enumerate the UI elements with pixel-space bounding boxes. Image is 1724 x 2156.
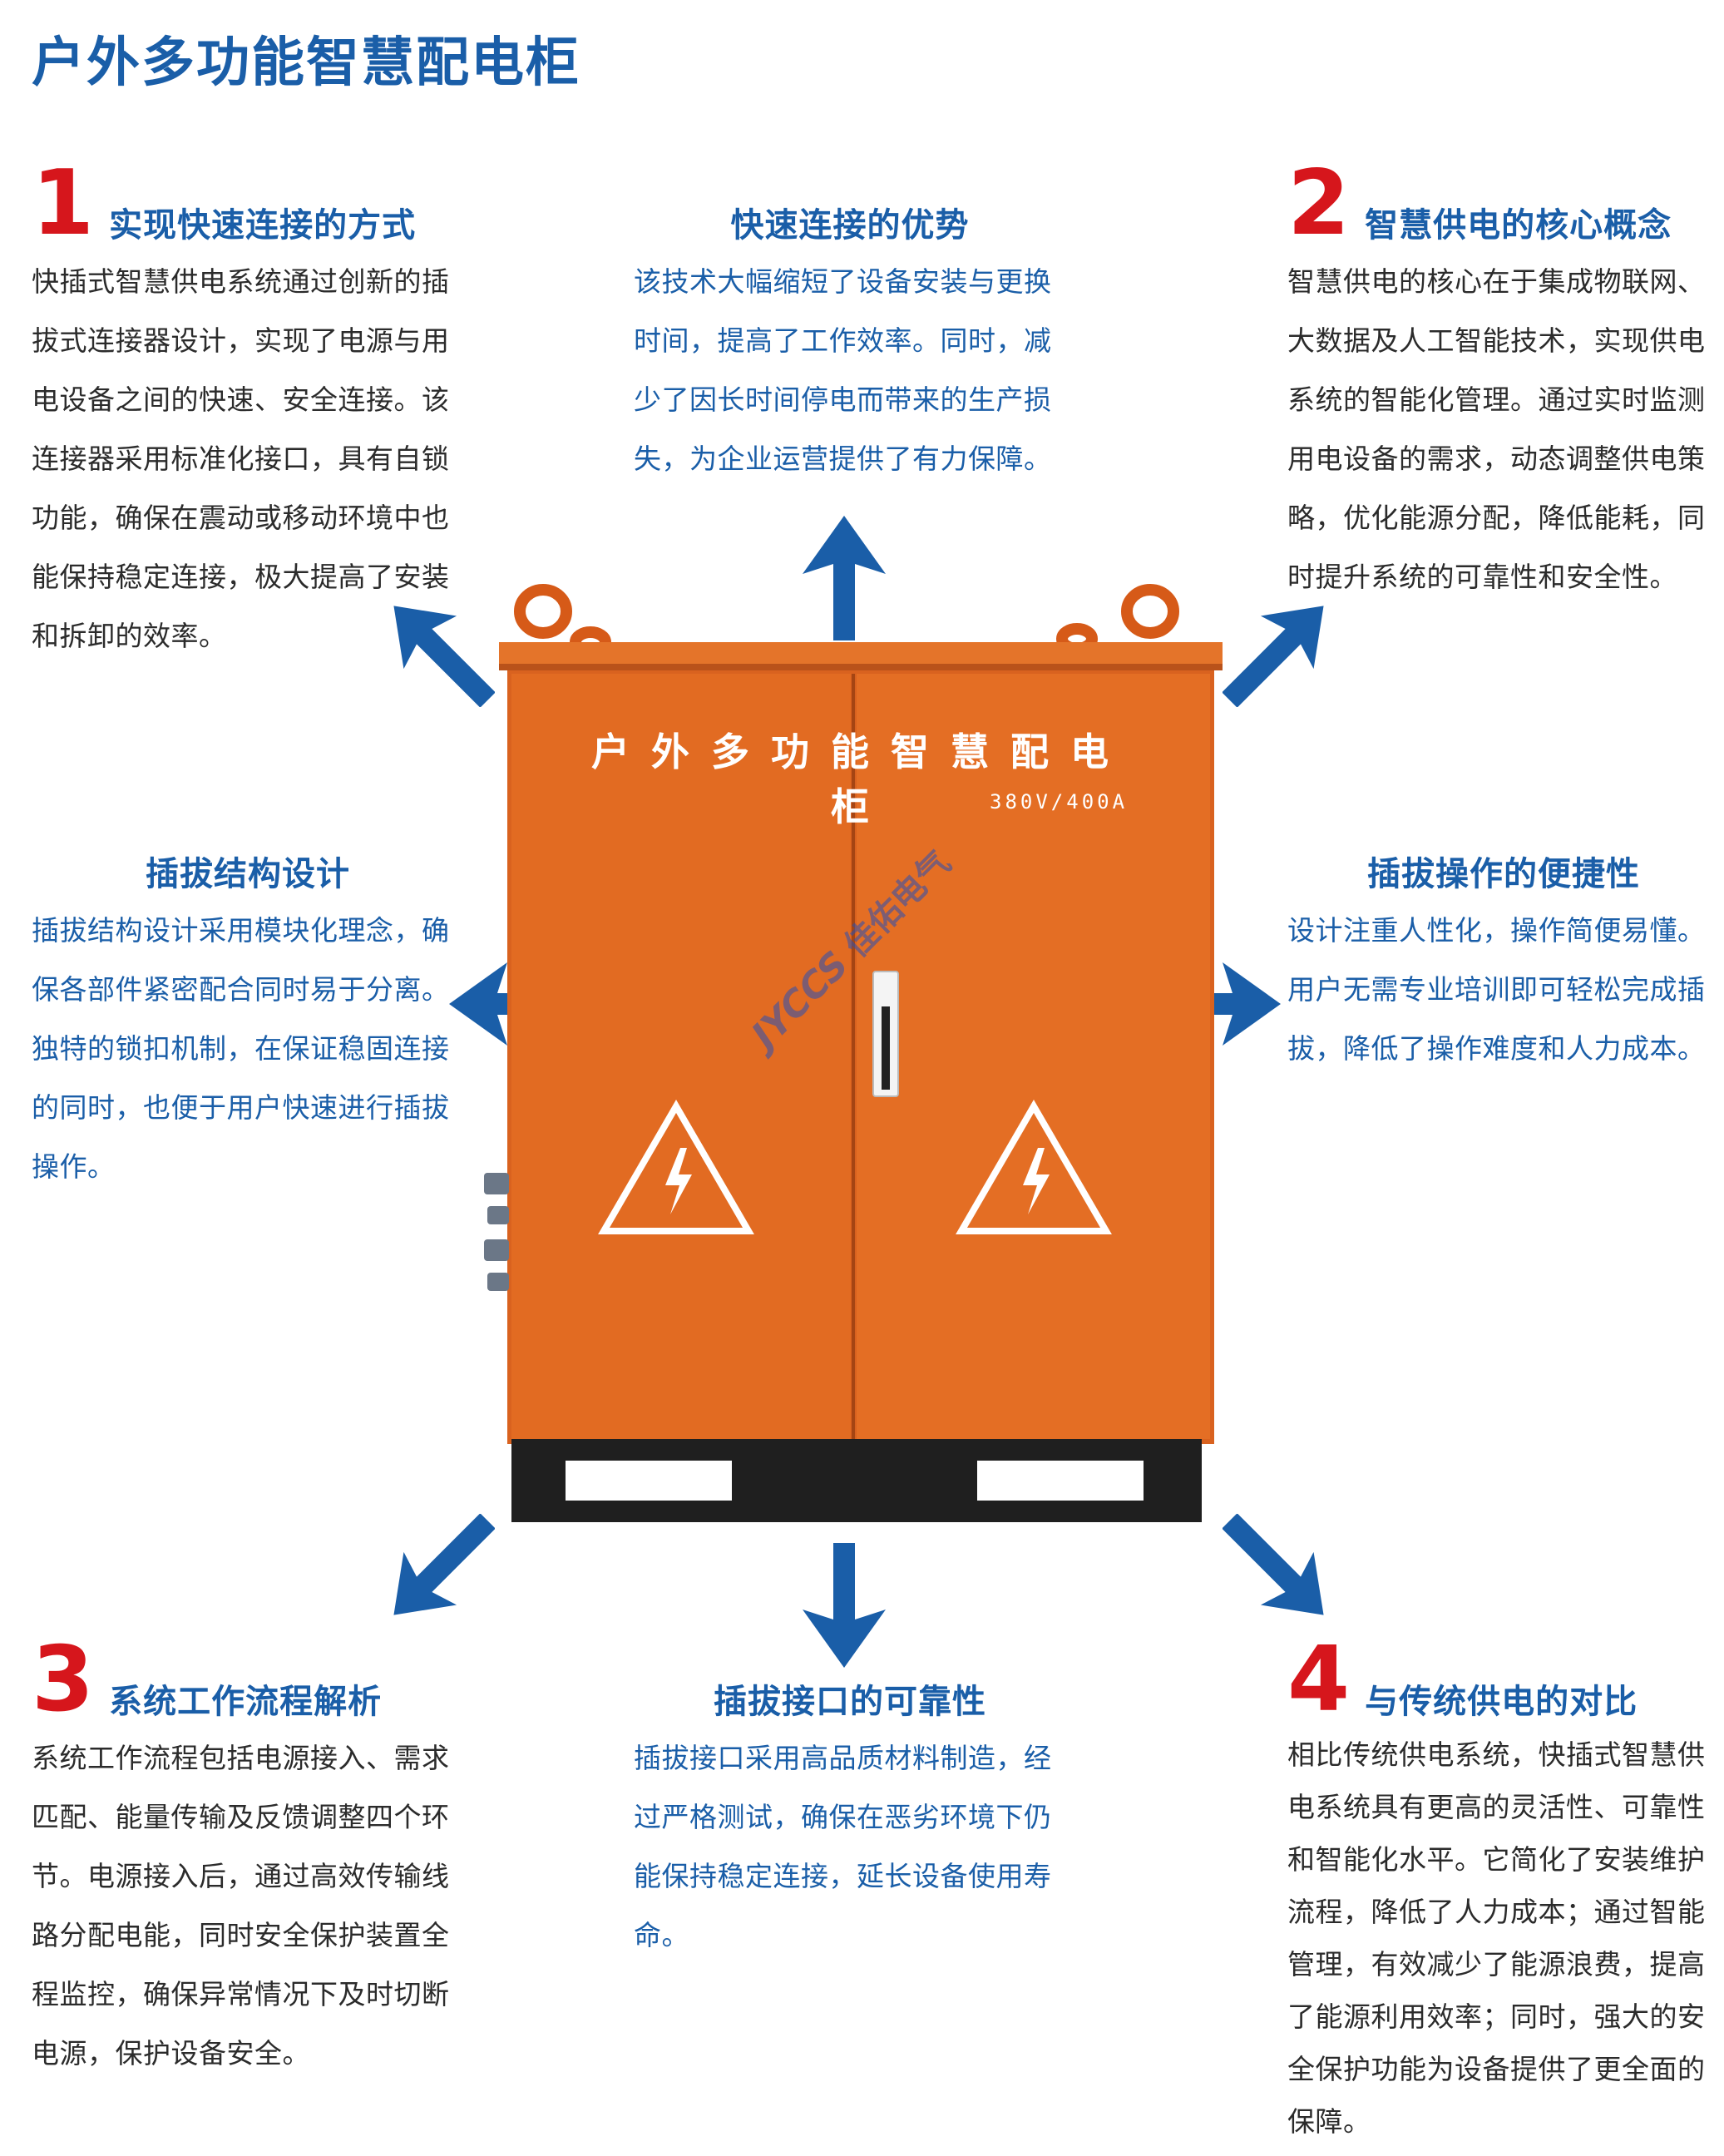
page-title: 户外多功能智慧配电柜 — [32, 32, 580, 94]
arrow-right-icon — [1156, 962, 1281, 1046]
arrow-up-right-icon — [1223, 606, 1324, 707]
section-title: 插拔接口的可靠性 — [714, 1683, 986, 1721]
section-advantage: 快速连接的优势 该技术大幅缩短了设备安装与更换 时间，提高了工作效率。同时，减 … — [634, 154, 1066, 488]
text-line: 用户无需专业培训即可轻松完成插 — [1287, 973, 1706, 1006]
text-line: 能保持稳定连接，极大提高了安装 — [32, 561, 450, 593]
arrow-up-left-icon — [393, 606, 495, 707]
text-line: 管理，有效减少了能源浪费，提高 — [1287, 1948, 1706, 1980]
text-line: 路分配电能，同时安全保护装置全 — [32, 1919, 450, 1951]
arrow-down-right-icon — [1223, 1514, 1324, 1615]
text-line: 电源，保护设备安全。 — [32, 2037, 310, 2069]
text-line: 该技术大幅缩短了设备安装与更换 — [634, 265, 1052, 298]
section-1: 1 实现快速连接的方式 快插式智慧供电系统通过创新的插 拔式连接器设计，实现了电… — [32, 154, 464, 665]
text-line: 全保护功能为设备提供了更全面的 — [1287, 2053, 1706, 2085]
section-4: 4 与传统供电的对比 相比传统供电系统，快插式智慧供 电系统具有更高的灵活性、可… — [1287, 1628, 1720, 2148]
text-line: 流程，降低了人力成本；通过智能 — [1287, 1896, 1706, 1928]
arrow-down-left-icon — [393, 1514, 495, 1615]
text-line: 功能，确保在震动或移动环境中也 — [32, 502, 450, 534]
text-line: 操作。 — [32, 1150, 116, 1183]
section-title: 实现快速连接的方式 — [109, 206, 417, 245]
text-line: 系统工作流程包括电源接入、需求 — [32, 1742, 450, 1774]
section-2: 2 智慧供电的核心概念 智慧供电的核心在于集成物联网、 大数据及人工智能技术，实… — [1287, 154, 1720, 606]
section-title: 插拔操作的便捷性 — [1367, 855, 1640, 893]
text-line: 和拆卸的效率。 — [32, 620, 227, 652]
text-line: 少了因长时间停电而带来的生产损 — [634, 383, 1052, 416]
section-title: 与传统供电的对比 — [1365, 1683, 1638, 1721]
section-title: 插拔结构设计 — [146, 855, 350, 893]
cabinet-label: 户外多功能智慧配电柜 — [591, 729, 1130, 829]
text-line: 连接器采用标准化接口，具有自锁 — [32, 443, 450, 475]
text-line: 独特的锁扣机制，在保证稳固连接 — [32, 1032, 450, 1065]
section-body: 插拔结构设计采用模块化理念，确 保各部件紧密配合同时易于分离。 独特的锁扣机制，… — [32, 901, 464, 1196]
text-line: 保障。 — [1287, 2105, 1371, 2138]
section-2-header: 2 智慧供电的核心概念 — [1287, 151, 1720, 255]
text-line: 和智能化水平。它简化了安装维护 — [1287, 1843, 1706, 1876]
text-line: 程监控，确保异常情况下及时切断 — [32, 1978, 450, 2010]
text-line: 设计注重人性化，操作简便易懂。 — [1287, 914, 1706, 947]
text-line: 插拔接口采用高品质材料制造，经 — [634, 1742, 1052, 1774]
section-body: 快插式智慧供电系统通过创新的插 拔式连接器设计，实现了电源与用 电设备之间的快速… — [32, 252, 464, 665]
text-line: 失，为企业运营提供了有力保障。 — [634, 443, 1052, 475]
section-reliability: 插拔接口的可靠性 插拔接口采用高品质材料制造，经 过严格测试，确保在恶劣环境下仍… — [634, 1639, 1066, 1965]
section-3: 3 系统工作流程解析 系统工作流程包括电源接入、需求 匹配、能量传输及反馈调整四… — [32, 1628, 464, 2083]
text-line: 匹配、能量传输及反馈调整四个环 — [32, 1801, 450, 1833]
text-line: 略，优化能源分配，降低能耗，同 — [1287, 502, 1706, 534]
text-line: 电设备之间的快速、安全连接。该 — [32, 383, 450, 416]
text-line: 拔，降低了操作难度和人力成本。 — [1287, 1032, 1706, 1065]
arrow-up-icon — [803, 516, 886, 640]
text-line: 相比传统供电系统，快插式智慧供 — [1287, 1738, 1706, 1771]
section-title: 快速连接的优势 — [730, 206, 970, 245]
text-line: 大数据及人工智能技术，实现供电 — [1287, 324, 1706, 357]
text-line: 了能源利用效率；同时，强大的安 — [1287, 2000, 1706, 2033]
high-voltage-warning-icon — [598, 1100, 1112, 1234]
section-body: 智慧供电的核心在于集成物联网、 大数据及人工智能技术，实现供电 系统的智能化管理… — [1287, 252, 1720, 606]
cabinet-drawing — [484, 584, 1223, 1522]
section-title: 智慧供电的核心概念 — [1365, 206, 1672, 245]
text-line: 智慧供电的核心在于集成物联网、 — [1287, 265, 1706, 298]
text-line: 保各部件紧密配合同时易于分离。 — [32, 973, 450, 1006]
text-line: 电系统具有更高的灵活性、可靠性 — [1287, 1791, 1706, 1823]
section-reliability-header: 插拔接口的可靠性 — [634, 1639, 1066, 1722]
section-body: 设计注重人性化，操作简便易懂。 用户无需专业培训即可轻松完成插 拔，降低了操作难… — [1287, 901, 1720, 1078]
section-design: 插拔结构设计 插拔结构设计采用模块化理念，确 保各部件紧密配合同时易于分离。 独… — [32, 828, 464, 1196]
section-advantage-header: 快速连接的优势 — [634, 154, 1066, 245]
text-line: 快插式智慧供电系统通过创新的插 — [32, 265, 450, 298]
text-line: 系统的智能化管理。通过实时监测 — [1287, 383, 1706, 416]
section-body: 该技术大幅缩短了设备安装与更换 时间，提高了工作效率。同时，减 少了因长时间停电… — [634, 252, 1066, 488]
arrow-down-icon — [803, 1543, 886, 1668]
text-line: 能保持稳定连接，延长设备使用寿 — [634, 1860, 1052, 1892]
section-1-header: 1 实现快速连接的方式 — [32, 151, 464, 255]
section-3-header: 3 系统工作流程解析 — [32, 1628, 464, 1732]
text-line: 拔式连接器设计，实现了电源与用 — [32, 324, 450, 357]
cabinet-rating: 380V/400A — [990, 790, 1129, 813]
section-body: 插拔接口采用高品质材料制造，经 过严格测试，确保在恶劣环境下仍 能保持稳定连接，… — [634, 1728, 1066, 1965]
section-body: 相比传统供电系统，快插式智慧供 电系统具有更高的灵活性、可靠性 和智能化水平。它… — [1287, 1728, 1720, 2148]
text-line: 插拔结构设计采用模块化理念，确 — [32, 914, 450, 947]
text-line: 节。电源接入后，通过高效传输线 — [32, 1860, 450, 1892]
section-number: 1 — [32, 151, 95, 255]
section-4-header: 4 与传统供电的对比 — [1287, 1628, 1720, 1732]
text-line: 时间，提高了工作效率。同时，减 — [634, 324, 1052, 357]
text-line: 用电设备的需求，动态调整供电策 — [1287, 443, 1706, 475]
text-line: 时提升系统的可靠性和安全性。 — [1287, 561, 1677, 593]
text-line: 过严格测试，确保在恶劣环境下仍 — [634, 1801, 1052, 1833]
section-body: 系统工作流程包括电源接入、需求 匹配、能量传输及反馈调整四个环 节。电源接入后，… — [32, 1728, 464, 2083]
section-design-header: 插拔结构设计 — [32, 828, 464, 894]
text-line: 命。 — [634, 1919, 689, 1951]
section-title: 系统工作流程解析 — [109, 1683, 383, 1721]
section-ease-header: 插拔操作的便捷性 — [1287, 828, 1720, 894]
text-line: 的同时，也便于用户快速进行插拔 — [32, 1091, 450, 1124]
section-number: 4 — [1287, 1628, 1351, 1732]
section-number: 3 — [32, 1628, 95, 1732]
distribution-cabinet-image: 户外多功能智慧配电柜 380V/400A JYCCS 佳佑电气 — [466, 574, 1247, 1539]
section-ease: 插拔操作的便捷性 设计注重人性化，操作简便易懂。 用户无需专业培训即可轻松完成插… — [1287, 828, 1720, 1078]
section-number: 2 — [1287, 151, 1351, 255]
